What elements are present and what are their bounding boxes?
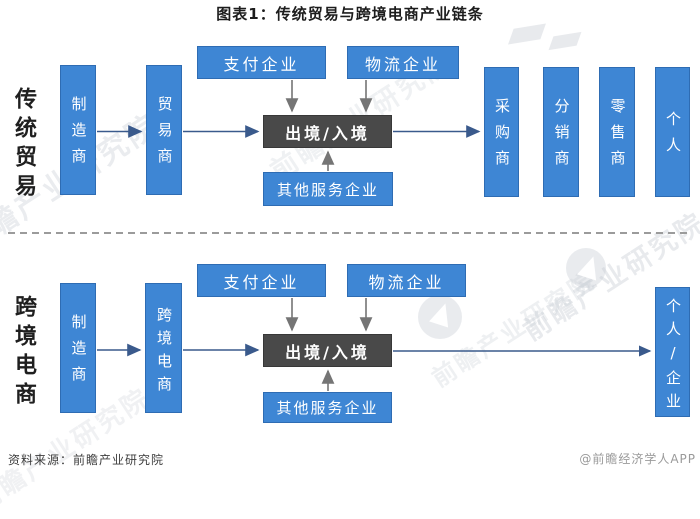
node-top-retailer: 零售商	[599, 67, 635, 197]
section-label-crossborder-ecommerce: 跨境电商	[11, 295, 37, 411]
node-bottom-crossborder-ecommerce: 跨境电商	[145, 283, 182, 413]
node-top-distributor: 分销商	[543, 67, 579, 197]
source-credit: 资料来源：前瞻产业研究院	[8, 453, 165, 467]
diagram-canvas: 前瞻产业研究院 前瞻产业研究院 前瞻产业研究院 前瞻产业研究院 前瞻产业研究院 …	[0, 5, 700, 518]
chart-title: 图表1：传统贸易与跨境电商产业链条	[216, 5, 484, 23]
node-bottom-payment-enterprise: 支付企业	[197, 264, 326, 297]
node-top-payment-enterprise: 支付企业	[197, 46, 326, 79]
node-bottom-border-crossing: 出境/入境	[263, 334, 392, 367]
node-bottom-logistics-enterprise: 物流企业	[347, 264, 466, 297]
watermark-chevron-icon	[508, 23, 546, 45]
node-top-individual: 个人	[655, 67, 690, 197]
node-top-logistics-enterprise: 物流企业	[347, 46, 459, 79]
watermark-logo-icon	[566, 248, 606, 288]
node-bottom-manufacturer: 制造商	[60, 283, 96, 413]
watermark-chevron-icon	[548, 31, 582, 51]
node-top-manufacturer: 制造商	[60, 65, 96, 195]
node-bottom-other-service-enterprises: 其他服务企业	[263, 392, 392, 423]
app-credit: @前瞻经济学人APP	[579, 452, 696, 466]
section-label-traditional-trade: 传统贸易	[11, 87, 37, 203]
watermark-logo-icon	[418, 295, 462, 339]
node-top-purchaser: 采购商	[484, 67, 519, 197]
node-bottom-individual-enterprise: 个人/企业	[655, 287, 690, 417]
node-top-border-crossing: 出境/入境	[263, 115, 392, 148]
node-top-other-service-enterprises: 其他服务企业	[263, 172, 393, 206]
node-top-trader: 贸易商	[146, 65, 182, 195]
